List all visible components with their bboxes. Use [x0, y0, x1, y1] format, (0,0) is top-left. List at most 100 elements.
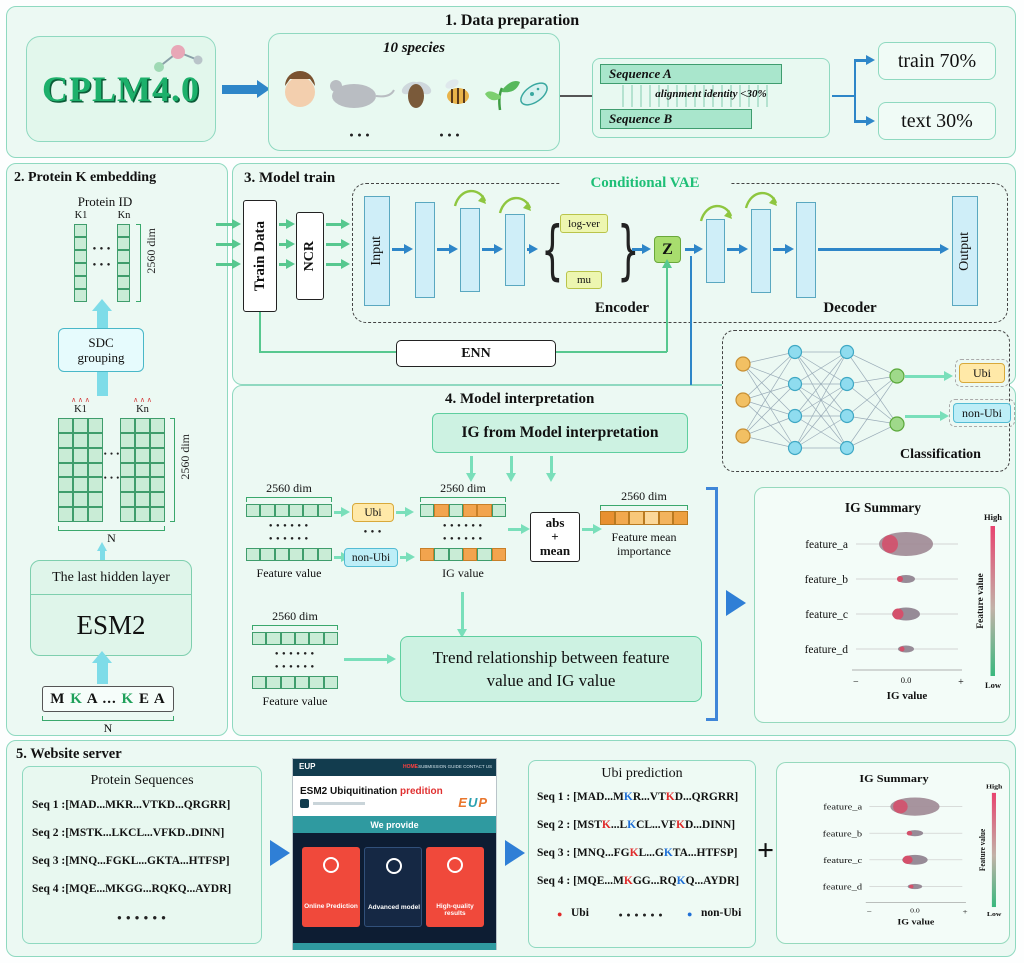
text-run: TA...HTFSP]	[672, 847, 738, 859]
flow-arrow	[92, 651, 112, 684]
flow-arrow	[334, 552, 350, 562]
ig-summary-plot: IG Summary feature_a feature_b feature_c…	[823, 774, 1003, 926]
sequence-a-label: Sequence A	[609, 66, 672, 81]
text-run: E A	[134, 690, 166, 707]
k1-label: K1	[74, 404, 87, 415]
matrix-cell	[120, 477, 135, 493]
protein-vector	[74, 224, 87, 302]
ubi-dashed-wrap	[955, 359, 1009, 387]
recurrent-arrow-icon	[744, 191, 778, 209]
abs-label: abs	[545, 515, 565, 530]
plant-icon	[485, 81, 520, 111]
esm2-box: The last hidden layer ESM2	[30, 560, 192, 656]
species-label: 10 species	[382, 40, 446, 56]
matrix-cell	[58, 477, 73, 493]
ellipsis-dots: ● ● ●	[363, 529, 383, 535]
classification-line	[690, 256, 692, 396]
dim-label: 2560 dim	[144, 228, 158, 274]
matrix-cell	[73, 492, 88, 508]
matrix-cell	[252, 632, 267, 645]
flow-arrow	[326, 219, 350, 229]
svg-text:IG Summary: IG Summary	[859, 774, 929, 785]
human-icon	[285, 71, 315, 107]
matrix-cell	[629, 511, 644, 525]
latent-z-label: Z	[662, 240, 673, 258]
site-eup-logo: EUP	[458, 795, 488, 810]
red-tick-marks: ∧ ∧ ∧	[133, 396, 152, 404]
matrix-cell	[135, 418, 150, 433]
cplm-logo-text: CPLM4.0	[42, 69, 200, 109]
svg-text:−: −	[853, 677, 859, 688]
decoder-layer	[706, 219, 725, 283]
cvae-label: Conditional VAE	[560, 174, 730, 192]
flow-arrow	[392, 244, 413, 254]
matrix-cell	[294, 676, 310, 689]
flow-arrow	[482, 244, 503, 254]
matrix-cell	[135, 432, 150, 448]
flow-arrow	[222, 80, 270, 98]
matrix-cell	[74, 237, 87, 250]
decoder-label: Decoder	[823, 300, 877, 316]
prediction-row: Seq 4 : [MQE...MKGG...RQKQ...AYDR]	[537, 875, 739, 887]
matrix-cell	[88, 507, 103, 522]
flow-arrow	[216, 259, 241, 269]
matrix-cell	[150, 492, 165, 508]
matrix-cell	[73, 432, 88, 448]
ubi-prediction-box: Ubi prediction Seq 1 : [MAD...MKR...VTKD…	[528, 760, 756, 948]
input-sequence-box: M K A ... K E A	[42, 686, 174, 712]
matrix-cell	[309, 676, 324, 689]
ncr-box: NCR	[296, 212, 324, 300]
text-run: E	[458, 795, 468, 810]
kn-label: Kn	[117, 210, 131, 221]
svg-text:Feature value: Feature value	[976, 573, 986, 629]
feature-vector	[246, 504, 332, 517]
text-run: CL...VF	[636, 819, 676, 831]
flow-arrow	[326, 239, 350, 249]
flow-arrow	[279, 219, 295, 229]
matrix-cell	[294, 632, 310, 645]
flow-arrow	[582, 524, 602, 534]
card-label: High-quality results	[436, 903, 474, 917]
flow-arrow	[216, 239, 241, 249]
cplm-logo-box: CPLM4.0	[26, 36, 216, 142]
classification-label: Classification	[900, 447, 981, 462]
alignment-hatch	[622, 85, 772, 107]
site-hero-title: ESM2 Ubiquitination predition	[300, 781, 443, 799]
mouse-icon	[330, 80, 395, 108]
sdc-label-line2: grouping	[77, 350, 125, 365]
collect-bracket	[706, 487, 718, 721]
flow-arrow	[400, 552, 415, 562]
matrix-cell	[600, 511, 615, 525]
legend-non-ubi-label: non-Ubi	[701, 907, 742, 919]
input-sequence-text: M K A ... K E A	[50, 691, 165, 708]
embedding-matrix	[58, 418, 103, 522]
matrix-cell	[120, 447, 135, 463]
sequence-row: Seq 4 :[MQE...MKGG...RQKQ...AYDR]	[32, 883, 232, 895]
sdc-grouping-box: SDC grouping	[58, 328, 144, 372]
website-mockup: EUP HOME SUBMISSION GUIDE CONTACT US ESM…	[292, 758, 497, 950]
text-run: A ...	[82, 690, 122, 707]
brace: {	[541, 214, 564, 288]
flow-arrow	[457, 592, 467, 638]
ig-header-box: IG from Model interpretation	[432, 413, 688, 453]
matrix-cell	[117, 224, 130, 237]
matrix-cell	[117, 263, 130, 276]
text-run: Seq 3 : [MNQ...FG	[537, 847, 630, 859]
matrix-cell	[74, 276, 87, 289]
card-advanced-model: Advanced model	[364, 847, 422, 927]
last-hidden-layer-label: The last hidden layer	[31, 561, 191, 595]
flow-arrow	[437, 244, 458, 254]
flow-arrow	[661, 259, 672, 352]
flow-arrow	[326, 259, 350, 269]
svg-text:feature_b: feature_b	[805, 574, 849, 586]
dim-label: 2560 dim	[178, 434, 192, 480]
matrix-cell	[288, 548, 304, 561]
matrix-cell	[58, 492, 73, 508]
flow-arrow	[854, 116, 875, 126]
test-split-label: text 30%	[901, 109, 973, 132]
train-data-label: Train Data	[251, 220, 268, 292]
dim-label: 2560 dim	[440, 481, 486, 495]
k1-label: K1	[74, 210, 88, 221]
text-run: K	[665, 791, 675, 803]
